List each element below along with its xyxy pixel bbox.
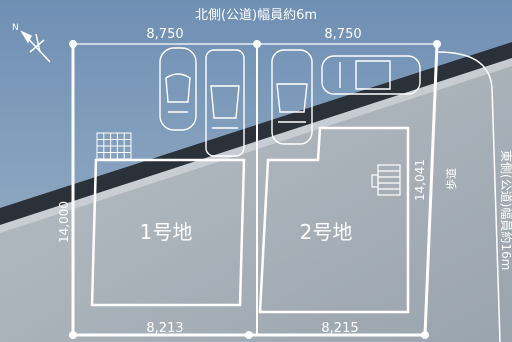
car-3: [271, 49, 313, 145]
north-road-label: 北側(公道)幅員約6m: [195, 8, 317, 23]
dim-bottom-left: 8,213: [146, 321, 183, 336]
east-road-label: 東側(公道)幅員約16m: [499, 150, 512, 270]
dimension-nodes: [69, 40, 441, 339]
lot-1-label: 1号地: [140, 220, 193, 244]
lot-1-outline: [90, 158, 246, 307]
lot-2-outline: [258, 126, 410, 314]
dim-left-side: 14,000: [57, 201, 71, 243]
compass-north-label: N: [12, 23, 19, 33]
car-4: [321, 55, 421, 95]
lot-2-label: 2号地: [300, 220, 353, 244]
dim-top-right: 8,750: [324, 27, 361, 42]
sidewalk-label: 歩道: [444, 168, 458, 190]
stairs-symbol: [371, 164, 401, 196]
east-road-edge: [436, 51, 501, 342]
dim-bottom-right: 8,215: [321, 321, 358, 336]
compass-icon: [20, 30, 51, 63]
car-1: [159, 47, 197, 131]
parked-cars: [159, 47, 421, 157]
utility-grid: [96, 132, 132, 160]
dim-right-side: 14,041: [413, 159, 427, 201]
dim-top-left: 8,750: [146, 27, 183, 42]
car-2: [205, 49, 245, 157]
